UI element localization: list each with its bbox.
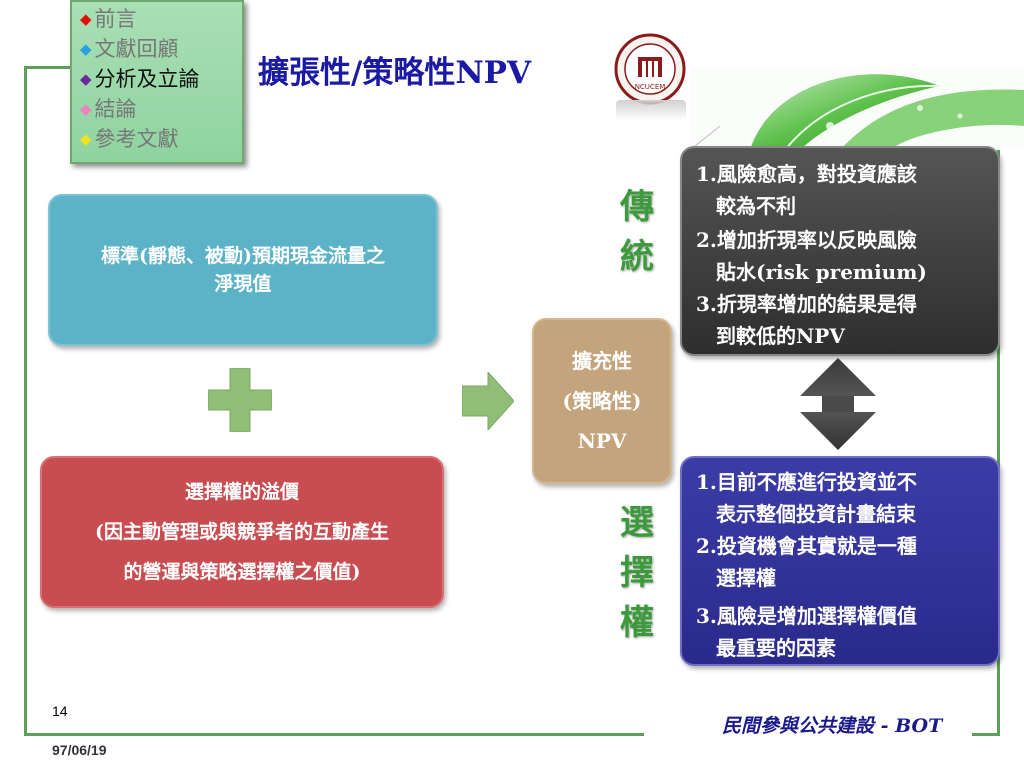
nav-item-label: 分析及立論	[94, 67, 200, 91]
nav-item-conclusion[interactable]: ◆結論	[80, 95, 137, 123]
frame-left-line	[24, 66, 27, 736]
page-number: 14	[52, 703, 68, 719]
traditional-point-line: 貼水(risk premium)	[716, 260, 927, 284]
standard-npv-line: 標準(靜態、被動)預期現金流量之	[101, 245, 385, 267]
footer-caption: 民間參與公共建設 - BOT	[722, 715, 943, 737]
slide-date: 97/06/19	[52, 742, 107, 758]
option-point-line: 2.投資機會其實就是一種	[696, 534, 917, 558]
option-premium-line: (因主動管理或與競爭者的互動產生	[95, 521, 389, 543]
option-premium-line: 的營運與策略選擇權之價值)	[123, 561, 361, 583]
option-point-line: 最重要的因素	[716, 636, 836, 660]
real-option-view-box: 1.目前不應進行投資並不 表示整個投資計畫結束 2.投資機會其實就是一種 選擇權…	[680, 456, 1000, 666]
option-point-line: 表示整個投資計畫結束	[716, 502, 916, 526]
nav-item-literature[interactable]: ◆文獻回顧	[80, 35, 179, 63]
expanded-npv-line: NPV	[577, 429, 627, 453]
nav-item-label: 參考文獻	[94, 127, 179, 151]
diamond-bullet-icon: ◆	[80, 40, 92, 58]
university-seal-logo: NCUCEM	[614, 33, 686, 105]
logo-reflection	[616, 100, 686, 120]
nav-item-intro[interactable]: ◆前言	[80, 5, 137, 33]
traditional-side-label: 傳 統	[620, 182, 654, 282]
traditional-point-line: 2.增加折現率以反映風險	[696, 228, 917, 252]
diamond-bullet-icon: ◆	[80, 130, 92, 148]
up-down-arrow-icon	[800, 358, 876, 450]
leaf-decoration-icon	[690, 66, 1024, 150]
option-premium-line: 選擇權的溢價	[184, 481, 299, 503]
nav-item-label: 前言	[94, 7, 137, 31]
nav-item-analysis[interactable]: ◆分析及立論	[80, 65, 200, 93]
nav-item-label: 文獻回顧	[94, 37, 179, 61]
plus-icon	[208, 368, 272, 432]
traditional-view-box: 1.風險愈高，對投資應該 較為不利 2.增加折現率以反映風險 貼水(risk p…	[680, 146, 1000, 356]
traditional-label-char: 統	[620, 237, 654, 277]
option-point-line: 3.風險是增加選擇權價值	[696, 604, 917, 628]
diamond-bullet-icon: ◆	[80, 10, 92, 28]
option-label-char: 選	[620, 503, 654, 543]
option-point-line: 1.目前不應進行投資並不	[696, 470, 917, 494]
standard-npv-line: 淨現值	[214, 273, 272, 295]
frame-bottom-line-left	[24, 733, 644, 736]
section-nav: ◆前言 ◆文獻回顧 ◆分析及立論 ◆結論 ◆參考文獻	[70, 0, 244, 164]
option-label-char: 權	[620, 603, 654, 643]
traditional-label-char: 傳	[620, 187, 654, 227]
frame-right-line	[997, 66, 1000, 736]
option-label-char: 擇	[620, 553, 654, 593]
diamond-bullet-icon: ◆	[80, 70, 92, 88]
slide-title: 擴張性/策略性NPV	[258, 55, 532, 91]
traditional-point-line: 較為不利	[716, 194, 796, 218]
expanded-npv-line: (策略性)	[562, 389, 642, 413]
expanded-npv-line: 擴充性	[572, 349, 632, 373]
frame-bottom-line-right	[972, 733, 1000, 736]
traditional-point-line: 1.風險愈高，對投資應該	[696, 162, 917, 186]
traditional-point-line: 到較低的NPV	[716, 324, 845, 348]
option-premium-box: 選擇權的溢價 (因主動管理或與競爭者的互動產生 的營運與策略選擇權之價值)	[40, 456, 444, 608]
nav-item-label: 結論	[94, 97, 137, 121]
option-point-line: 選擇權	[716, 566, 776, 590]
arrow-right-icon	[462, 372, 514, 430]
standard-npv-box: 標準(靜態、被動)預期現金流量之 淨現值	[48, 194, 438, 346]
expanded-npv-box: 擴充性 (策略性) NPV	[532, 318, 672, 484]
nav-item-references[interactable]: ◆參考文獻	[80, 125, 179, 153]
option-side-label: 選 擇 權	[620, 498, 654, 648]
diamond-bullet-icon: ◆	[80, 100, 92, 118]
frame-top-line-left	[24, 66, 70, 69]
logo-text: NCUCEM	[635, 83, 666, 91]
traditional-point-line: 3.折現率增加的結果是得	[696, 292, 917, 316]
